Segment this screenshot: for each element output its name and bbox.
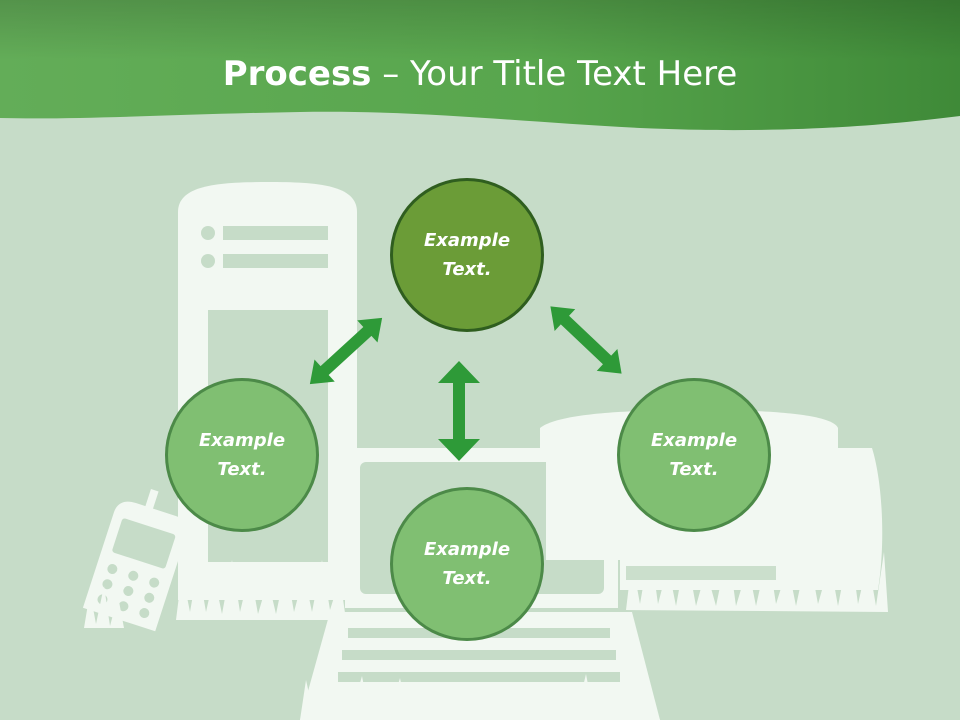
process-node-right[interactable]: Example Text. <box>617 378 771 532</box>
arrow-left-to-top <box>309 317 383 385</box>
process-node-bottom[interactable]: Example Text. <box>390 487 544 641</box>
process-node-left-label: Example Text. <box>198 430 286 480</box>
arrow-top-to-right <box>550 306 622 374</box>
title-bold: Process <box>222 54 372 94</box>
process-node-top-label: Example Text. <box>423 230 511 280</box>
grass-laptop <box>300 672 428 720</box>
process-node-top[interactable]: Example Text. <box>390 178 544 332</box>
grass-printer <box>626 544 888 612</box>
process-node-left[interactable]: Example Text. <box>165 378 319 532</box>
grass-left <box>176 560 346 620</box>
process-node-bottom-label: Example Text. <box>423 539 511 589</box>
arrow-top-to-bottom <box>438 361 480 461</box>
process-node-right-label: Example Text. <box>650 430 738 480</box>
title-rest: – Your Title Text Here <box>371 54 738 94</box>
slide-title: Process – Your Title Text Here <box>0 52 960 96</box>
grass-phone <box>84 586 124 628</box>
